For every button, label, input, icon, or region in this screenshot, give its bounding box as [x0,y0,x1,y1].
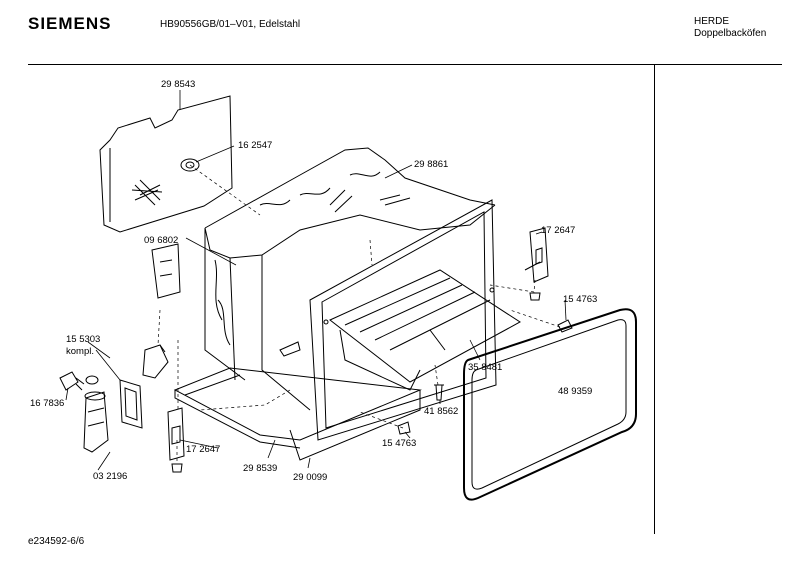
door-gasket [463,308,637,501]
screw-15-4763-b [397,421,411,435]
oven-rack [329,269,521,391]
label-29-0099: 29 0099 [293,472,327,483]
leader-lines [65,90,567,471]
rear-insulation-panel [99,95,233,233]
label-15-5303: 15 5303 [66,334,100,345]
lamp-bulb [59,371,85,391]
oven-housing [204,147,496,411]
base-tray [173,367,422,461]
lamp-glass-frame [119,379,143,429]
brand-logo: SIEMENS [28,14,112,33]
header-rule [28,64,782,65]
label-03-2196: 03 2196 [93,471,127,482]
label-29-8861: 29 8861 [414,159,448,170]
label-17-2647-top: 17 2647 [541,225,575,236]
screw-top [529,292,541,301]
label-16-2547: 16 2547 [238,140,272,151]
category-line-2: Doppelbacköfen [694,28,767,39]
label-kompl: kompl. [66,346,94,357]
part-labels: 29 8543 16 2547 29 8861 09 6802 17 2647 … [30,79,597,483]
housing-screw [279,341,301,357]
screw-41-8562 [434,384,444,401]
label-15-4763-bottom: 15 4763 [382,438,416,449]
lamp-cover [83,391,109,453]
label-09-6802: 09 6802 [144,235,178,246]
category-line-1: HERDE [694,16,730,27]
model-number: HB90556GB/01–V01, Edelstahl [160,19,301,30]
label-48-9359: 48 9359 [558,386,592,397]
front-frame [309,199,497,441]
document-id: e234592-6/6 [28,536,85,547]
label-15-4763-top: 15 4763 [563,294,597,305]
lamp-holder [142,344,169,379]
side-rule [654,64,655,534]
label-29-8539: 29 8539 [243,463,277,474]
assembly-lines [157,164,561,462]
label-41-8562: 41 8562 [424,406,458,417]
hinge-bracket-left [167,407,185,461]
label-35-8481: 35 8481 [468,362,502,373]
side-bracket [151,243,181,299]
label-29-8543: 29 8543 [161,79,195,90]
lamp-socket [85,375,99,385]
hinge-bracket-right [524,227,549,283]
label-17-2647-bottom: 17 2647 [186,444,220,455]
label-16-7836: 16 7836 [30,398,64,409]
panel-clip [180,158,200,172]
product-category: HERDE Doppelbacköfen [694,16,766,40]
screw-bottom-left [171,463,183,473]
